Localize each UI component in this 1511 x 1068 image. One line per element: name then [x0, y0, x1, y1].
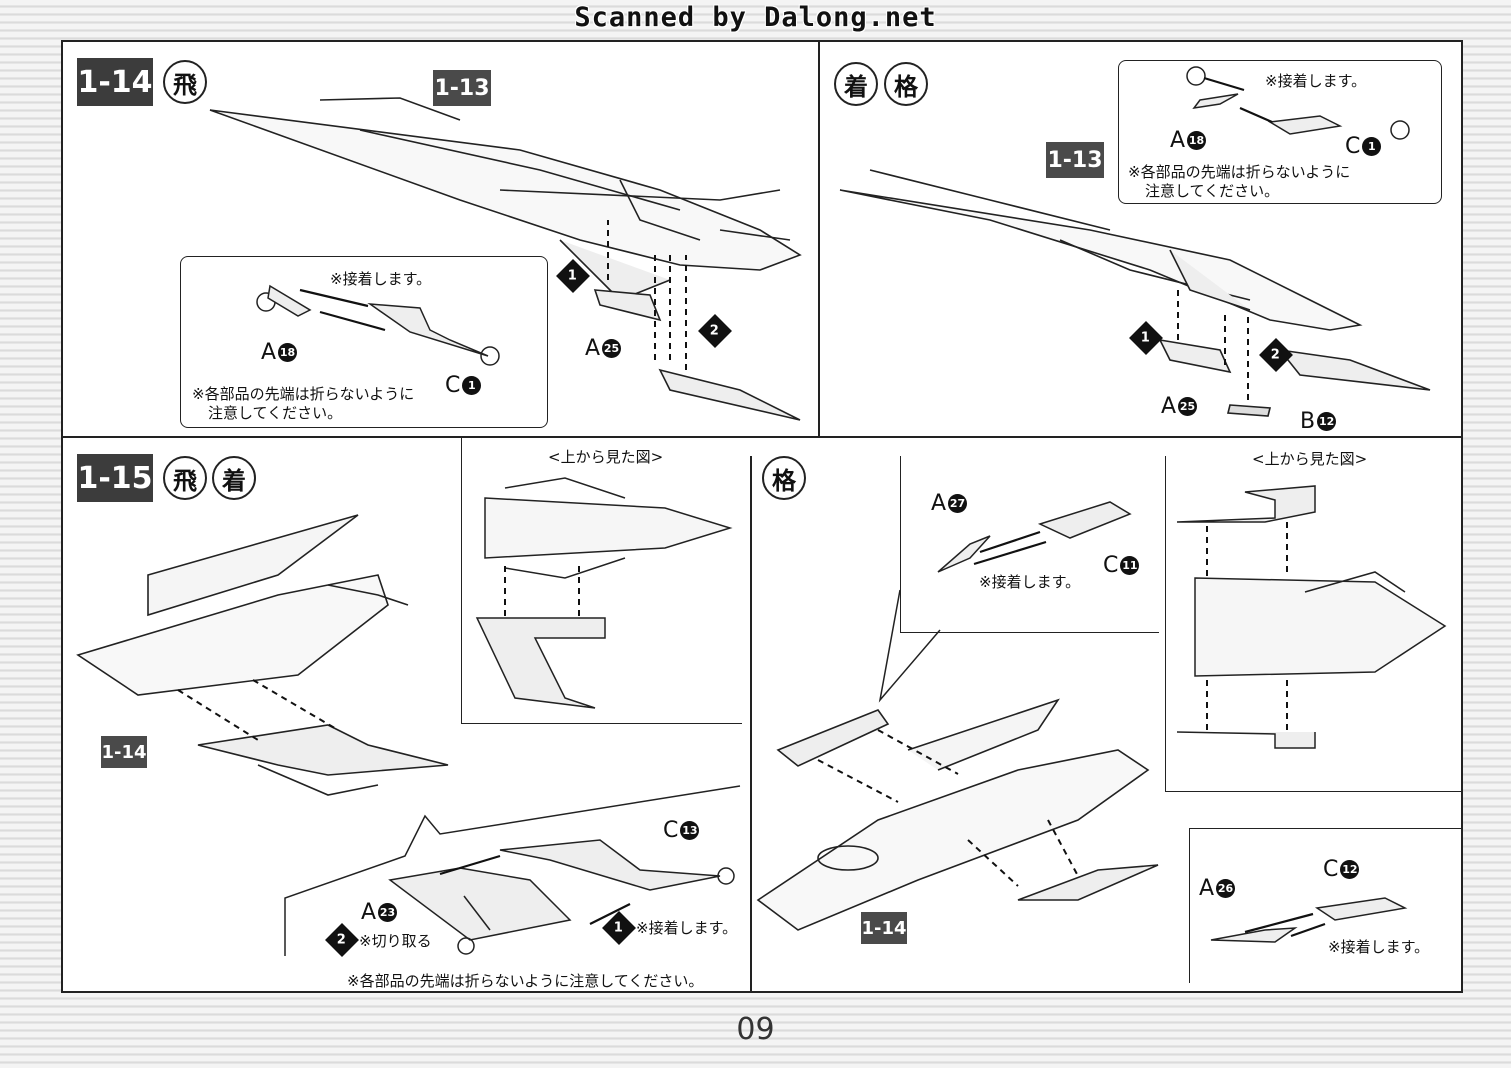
note-glue-a26: ※接着します。: [1328, 938, 1430, 956]
detail-parts-illustration: [256, 284, 500, 366]
detail-parts-illustration-a27: [937, 501, 1132, 573]
inset-box-a27: [900, 456, 1159, 633]
scan-credit: Scanned by Dalong.net: [574, 2, 937, 33]
top-view-illustration-left: [475, 477, 733, 709]
callout-pointer-a27: [878, 589, 941, 703]
divider-horizontal: [63, 436, 1461, 438]
note-glue: ※接着します。: [330, 270, 432, 288]
ref-badge-1-14: 1-14: [101, 736, 147, 768]
top-view-illustration-right: [1176, 485, 1447, 749]
divider-vertical-top: [818, 42, 820, 436]
detail-parts-illustration-1-15: [388, 839, 735, 955]
divider-vertical-bottom: [750, 456, 752, 991]
inset-box-a26: [1189, 828, 1462, 983]
ref-badge-1-13: 1-13: [433, 70, 491, 106]
step-badge-1-14: 1-14: [77, 58, 153, 106]
top-view-box-right: [1165, 456, 1462, 792]
detail-parts-illustration-alt: [1186, 66, 1410, 140]
assembly-1-15-illustration: [76, 514, 449, 796]
step-badge-1-15: 1-15: [77, 454, 153, 502]
note-tips-line1: ※各部品の先端は折らないように: [192, 385, 415, 403]
note-glue-alt: ※接着します。: [1265, 72, 1367, 90]
mode-glyph-fighter-1-15: 飛: [163, 456, 207, 500]
note-tips-full: ※各部品の先端は折らないように注意してください。: [347, 972, 704, 990]
note-glue-a27: ※接着します。: [979, 573, 1081, 591]
mode-glyph-battroid-1-15: 格: [762, 456, 806, 500]
top-view-box-left: [461, 438, 742, 724]
fighter-assembly-illustration: [209, 97, 802, 421]
mode-glyph-fighter: 飛: [163, 60, 207, 104]
top-view-label-left: <上から見た図>: [548, 448, 664, 466]
page-number: 09: [736, 1012, 775, 1047]
mode-glyph-battroid: 格: [884, 62, 928, 106]
note-cut: ※切り取る: [359, 932, 432, 950]
top-view-label-right: <上から見た図>: [1252, 450, 1368, 468]
detail-box-gerwalk: [1118, 60, 1442, 204]
note-glue-1-15: ※接着します。: [636, 919, 738, 937]
ref-badge-1-14-alt: 1-14: [861, 912, 907, 944]
gerwalk-assembly-illustration: [839, 169, 1431, 417]
note-tips-line1-alt: ※各部品の先端は折らないように: [1128, 163, 1351, 181]
mode-glyph-gerwalk: 着: [834, 62, 878, 106]
note-tips-line2-alt: 注意してください。: [1145, 182, 1280, 200]
battroid-assembly-illustration: [756, 698, 1159, 931]
callout-frame-1-15: [284, 785, 741, 956]
ref-badge-1-13-alt: 1-13: [1046, 142, 1104, 178]
note-tips-line2: 注意してください。: [208, 404, 343, 422]
detail-box-1-14: [180, 256, 548, 428]
detail-parts-illustration-a26: [1210, 897, 1408, 943]
mode-glyph-gerwalk-1-15: 着: [212, 456, 256, 500]
